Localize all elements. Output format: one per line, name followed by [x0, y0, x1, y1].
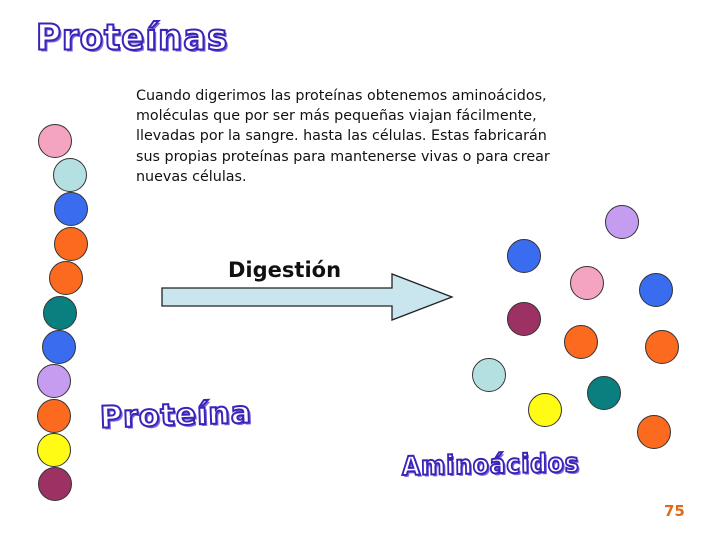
protein-bead [37, 433, 71, 467]
amino-acid-bead [570, 266, 604, 300]
protein-bead [37, 364, 71, 398]
protein-bead [49, 261, 83, 295]
digestion-arrow-shape [161, 273, 454, 321]
protein-bead [37, 399, 71, 433]
page-number: 75 [664, 502, 685, 520]
protein-bead [38, 124, 72, 158]
amino-acid-bead [507, 302, 541, 336]
protein-label: Proteína [98, 394, 253, 436]
protein-bead [54, 227, 88, 261]
amino-acid-bead [605, 205, 639, 239]
digestion-arrow [161, 273, 454, 321]
protein-bead [42, 330, 76, 364]
amino-acid-bead [637, 415, 671, 449]
amino-acids-label: Aminoácidos [401, 448, 581, 483]
slide-title: Proteínas [35, 16, 229, 60]
amino-acid-bead [639, 273, 673, 307]
amino-acid-bead [645, 330, 679, 364]
amino-acid-bead [564, 325, 598, 359]
amino-acid-bead [528, 393, 562, 427]
amino-acid-bead [507, 239, 541, 273]
digestion-label: Digestión [228, 258, 342, 282]
description-paragraph: Cuando digerimos las proteínas obtenemos… [136, 88, 550, 185]
protein-bead [54, 192, 88, 226]
amino-acid-bead [472, 358, 506, 392]
protein-bead [43, 296, 77, 330]
protein-bead [38, 467, 72, 501]
amino-acid-bead [587, 376, 621, 410]
protein-bead [53, 158, 87, 192]
